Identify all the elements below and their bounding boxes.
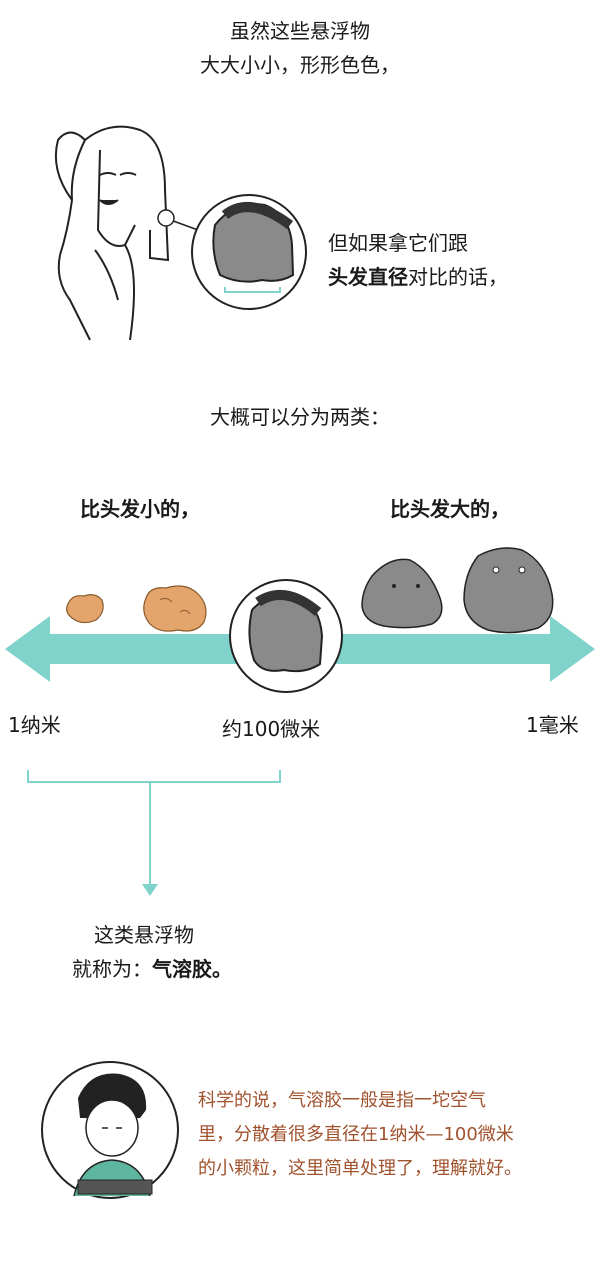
intro-line-1: 虽然这些悬浮物 (230, 19, 370, 43)
aerosol-line-1: 这类悬浮物 (94, 923, 194, 947)
scale-left-label: 1纳米 (8, 713, 61, 737)
scale-right-label: 1毫米 (526, 713, 579, 737)
aerosol-prefix: 就称为： (72, 957, 152, 981)
author-avatar (41, 1061, 179, 1199)
aerosol-term: 气溶胶。 (152, 957, 232, 981)
woman-figure-illustration (54, 125, 170, 341)
larger-than-hair-label: 比头发大的， (390, 497, 510, 521)
intro-line-2: 大大小小，形形色色， (200, 53, 400, 77)
categories-title: 大概可以分为两类： (210, 405, 390, 429)
compare-line-2: 头发直径对比的话， (328, 260, 588, 294)
hair-scale-illustration (229, 579, 343, 693)
compare-line-2-rest: 对比的话， (408, 265, 508, 289)
note-line-3: 的小颗粒，这里简单处理了，理解就好。 (198, 1158, 522, 1179)
hair-crosssection-illustration (157, 194, 307, 310)
note-line-2: 里，分散着很多直径在1纳米—100微米 (198, 1124, 514, 1145)
aerosol-line-2: 就称为：气溶胶。 (72, 952, 312, 986)
note-line-1: 科学的说，气溶胶一般是指一坨空气 (198, 1090, 486, 1111)
scale-middle-label: 约100微米 (222, 717, 321, 741)
large-particle-1 (361, 558, 443, 629)
compare-line-1: 但如果拿它们跟 (328, 231, 468, 255)
intro-text: 虽然这些悬浮物 大大小小，形形色色， (150, 14, 450, 82)
aerosol-bracket (27, 770, 281, 896)
author-note: 科学的说，气溶胶一般是指一坨空气 里，分散着很多直径在1纳米—100微米 的小颗… (198, 1084, 594, 1186)
small-particle-2 (143, 585, 207, 632)
smaller-than-hair-label: 比头发小的， (80, 497, 200, 521)
aerosol-definition: 这类悬浮物 就称为：气溶胶。 (72, 918, 312, 986)
large-particle-2 (463, 547, 554, 634)
hair-diameter-emphasis: 头发直径 (328, 265, 408, 289)
compare-text: 但如果拿它们跟 头发直径对比的话， (328, 226, 588, 294)
small-particle-1 (66, 594, 104, 624)
